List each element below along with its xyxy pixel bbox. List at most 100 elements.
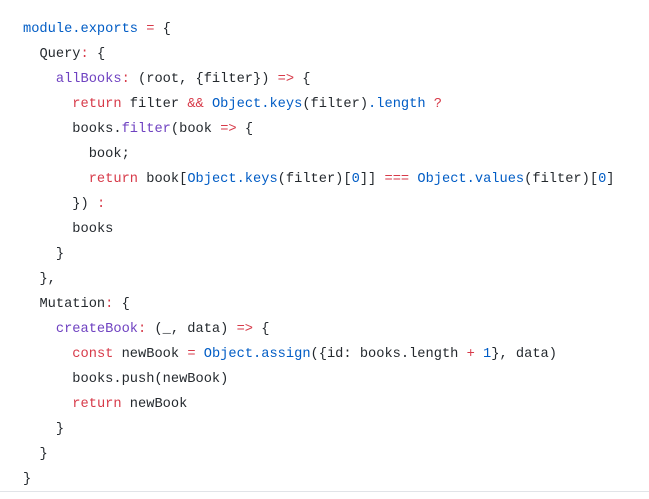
code-token: Object.assign (203, 347, 311, 362)
code-line: allBooks: (root, {filter}) => { (23, 67, 615, 92)
indent (23, 222, 72, 237)
code-token: : (121, 72, 130, 87)
code-line: Mutation: { (23, 292, 615, 317)
code-token: books. (72, 122, 122, 137)
code-token: }, data) (491, 347, 557, 362)
code-token: { (162, 22, 171, 37)
code-line: module.exports = { (23, 17, 615, 42)
code-line: const newBook = Object.assign({id: books… (23, 342, 615, 367)
indent (23, 72, 56, 87)
code-token: { (253, 322, 270, 337)
code-token: book[ (138, 172, 188, 187)
code-token: .length (368, 97, 426, 112)
code-token: (book (170, 122, 221, 137)
code-token: => (220, 122, 237, 137)
code-line: createBook: (_, data) => { (23, 317, 615, 342)
code-token: newBook (121, 397, 188, 412)
code-token: Query (39, 47, 81, 62)
code-token: { (294, 72, 311, 87)
code-token: book; (88, 147, 130, 162)
code-token: } (39, 447, 48, 462)
code-line: }, (23, 267, 615, 292)
code-token: { (236, 122, 254, 137)
code-line: } (23, 442, 615, 467)
indent (23, 397, 72, 412)
code-token: Object.keys (187, 172, 278, 187)
code-token: ({id: books.length (310, 347, 467, 362)
code-line: Query: { (23, 42, 615, 67)
indent (23, 97, 72, 112)
code-token: (_, data) (146, 322, 237, 337)
code-token: (filter) (302, 97, 369, 112)
code-token: module.exports (23, 22, 138, 37)
code-line: return book[Object.keys(filter)[0]] === … (23, 167, 615, 192)
code-line: books (23, 217, 615, 242)
code-line: }) : (23, 192, 615, 217)
code-token: { (113, 297, 130, 312)
code-token: Object.keys (211, 97, 303, 112)
code-token: createBook (55, 322, 138, 337)
code-token: ? (425, 97, 442, 112)
code-token: const (72, 347, 114, 362)
code-token: : (105, 297, 114, 312)
divider (0, 491, 649, 492)
code-token: allBooks (55, 72, 122, 87)
code-token: filter (121, 97, 188, 112)
indent (23, 422, 56, 437)
code-token: : (96, 197, 106, 212)
code-token (196, 347, 204, 362)
indent (23, 272, 39, 287)
code-line: } (23, 242, 615, 267)
code-token: }) (72, 197, 97, 212)
code-token: Mutation (39, 297, 106, 312)
code-token: } (55, 422, 65, 437)
code-token: (filter)[ (277, 172, 352, 187)
code-token: ] (606, 172, 615, 187)
code-line: } (23, 417, 615, 442)
code-token: : (138, 322, 147, 337)
code-token: } (55, 247, 65, 262)
indent (23, 322, 56, 337)
indent (23, 247, 56, 262)
code-token: === (384, 172, 410, 187)
code-line: return filter && Object.keys(filter).len… (23, 92, 615, 117)
code-token: 0 (598, 172, 607, 187)
code-token: books (72, 222, 114, 237)
code-line: } (23, 467, 615, 492)
indent (23, 372, 72, 387)
code-token (204, 97, 212, 112)
code-token: : (80, 47, 89, 62)
code-line: books.push(newBook) (23, 367, 615, 392)
code-line: return newBook (23, 392, 615, 417)
indent (23, 47, 39, 62)
indent (23, 447, 39, 462)
code-token: && (187, 97, 204, 112)
code-token: => (277, 72, 295, 87)
indent (23, 197, 72, 212)
indent (23, 297, 39, 312)
code-token: (root, {filter}) (129, 72, 278, 87)
code-token: } (23, 472, 32, 487)
code-token: => (236, 322, 254, 337)
code-token: 1 (483, 347, 492, 362)
code-token: newBook (113, 347, 188, 362)
code-token: ]] (359, 172, 385, 187)
code-token: { (88, 47, 106, 62)
indent (23, 172, 89, 187)
code-token: + (466, 347, 475, 362)
code-token: 0 (351, 172, 360, 187)
code-token: return (72, 397, 122, 412)
code-token: = (187, 347, 196, 362)
indent (23, 122, 72, 137)
code-token: filter (121, 122, 171, 137)
code-token: books.push(newBook) (72, 372, 229, 387)
indent (23, 147, 89, 162)
indent (23, 347, 72, 362)
code-token: Object.values (417, 172, 525, 187)
code-block: module.exports = { Query: { allBooks: (r… (23, 17, 615, 492)
code-token: return (72, 97, 122, 112)
code-token: }, (39, 272, 56, 287)
code-token: (filter)[ (524, 172, 599, 187)
code-token: = (138, 22, 163, 37)
code-token: return (88, 172, 139, 187)
